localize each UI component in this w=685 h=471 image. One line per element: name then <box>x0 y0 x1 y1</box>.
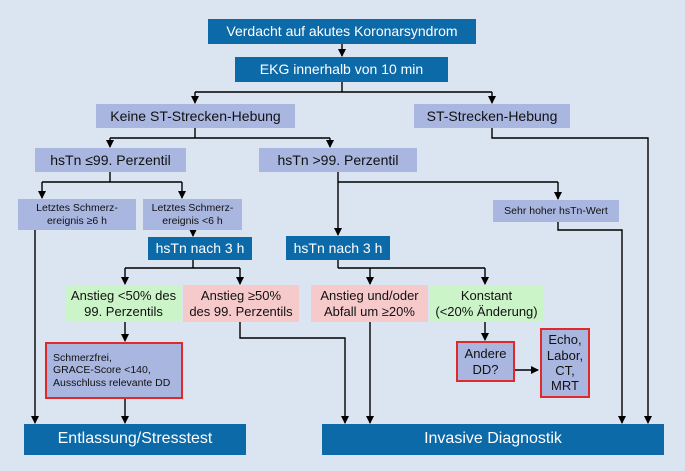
last-pain-lt-6h-box: Letztes Schmerz- ereignis <6 h <box>143 199 242 230</box>
invasive-diagnostics-box: Invasive Diagnostik <box>322 424 664 455</box>
rise-fall-20-box: Anstieg und/oder Abfall um ≥20% <box>311 285 428 322</box>
hstn-le-99-box: hsTn ≤99. Perzentil <box>35 148 186 172</box>
pain-free-grace-box: Schmerzfrei, GRACE-Score <140, Ausschlus… <box>45 342 183 399</box>
no-st-elevation-box: Keine ST-Strecken-Hebung <box>96 104 295 128</box>
discharge-stress-test-box: Entlassung/Stresstest <box>24 424 246 455</box>
hstn-3h-right-box: hsTn nach 3 h <box>286 236 390 260</box>
last-pain-ge-6h-box: Letztes Schmerz- ereignis ≥6 h <box>18 199 136 230</box>
other-dd-box: Andere DD? <box>456 341 515 382</box>
rise-ge-50-box: Anstieg ≥50% des 99. Perzentils <box>183 285 299 322</box>
echo-lab-ct-mri-box: Echo, Labor, CT, MRT <box>540 328 590 398</box>
suspected-acs-box: Verdacht auf akutes Koronarsyndrom <box>208 19 476 44</box>
ecg-box: EKG innerhalb von 10 min <box>235 57 448 82</box>
hstn-3h-left-box: hsTn nach 3 h <box>148 237 252 260</box>
constant-box: Konstant (<20% Änderung) <box>429 285 544 322</box>
very-high-hstn-box: Sehr hoher hsTn-Wert <box>493 200 619 222</box>
st-elevation-box: ST-Strecken-Hebung <box>414 104 570 128</box>
rise-lt-50-box: Anstieg <50% des 99. Perzentils <box>65 285 182 322</box>
hstn-gt-99-box: hsTn >99. Perzentil <box>259 148 417 172</box>
